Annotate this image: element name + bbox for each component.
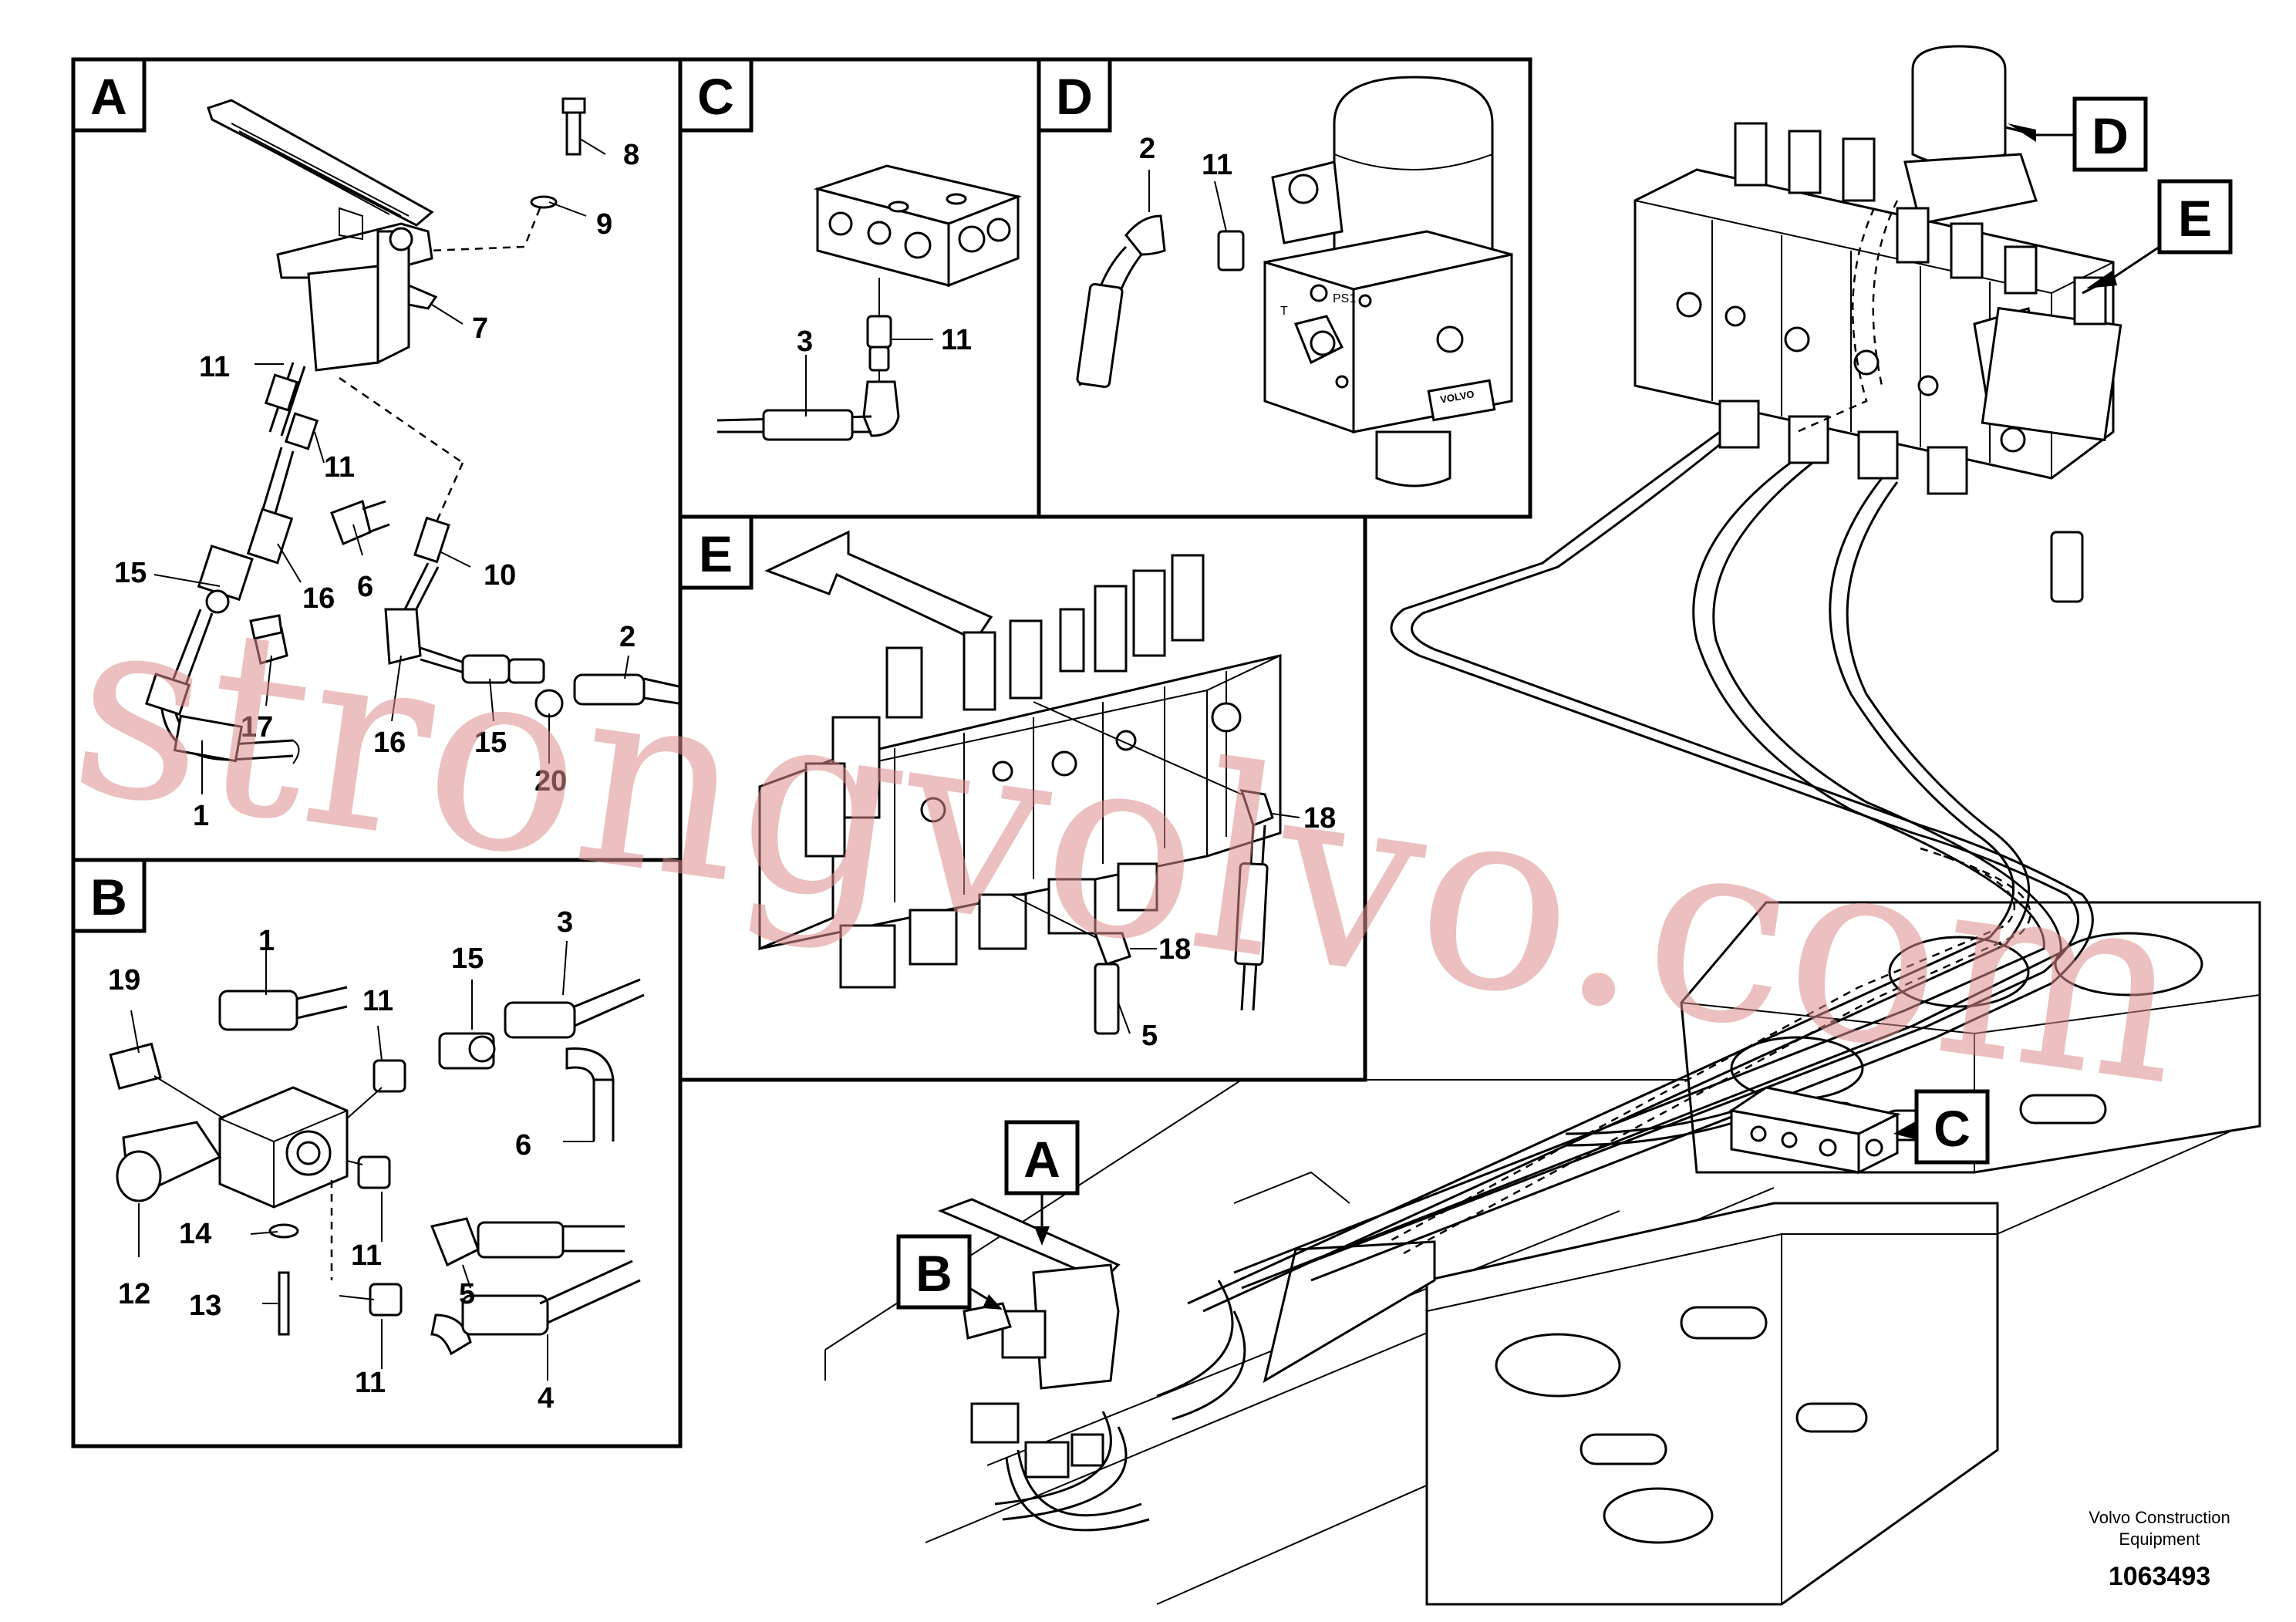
panel-b-leaders (130, 940, 594, 1381)
main-view-tags: D E C A B (896, 96, 2233, 1310)
callout-e-3: 5 (1141, 1020, 1158, 1052)
pedal-drawing (207, 99, 438, 372)
panel-a-letter: A (90, 68, 127, 125)
callout-a-15: 1 (193, 800, 209, 832)
main-tag-b (896, 1234, 972, 1310)
panel-c-tag (678, 57, 754, 133)
direction-arrow (764, 530, 993, 642)
document-number: 1063493 (2109, 1562, 2210, 1591)
callout-a-4: 11 (199, 351, 230, 383)
panel-e: E (678, 514, 1367, 1082)
panel-a-leaders (153, 138, 629, 794)
callout-a-9: 17 (241, 711, 273, 744)
main-tag-a-letter: A (1023, 1131, 1060, 1188)
main-pedal-drawing (937, 1198, 1150, 1532)
callout-e-2: 18 (1158, 933, 1191, 966)
panel-d-letter: D (1056, 68, 1093, 125)
hose-assembly-right (339, 376, 679, 718)
panel-a-tag (71, 57, 147, 133)
callout-b-3: 19 (108, 964, 140, 996)
callout-b-4: 11 (362, 985, 393, 1017)
panel-b: B (71, 858, 683, 1448)
callout-d-2: 11 (1202, 149, 1232, 181)
panel-a-callouts: 8 9 7 11 11 6 16 15 17 10 16 15 20 2 1 (114, 139, 639, 832)
callout-a-10: 10 (484, 559, 516, 592)
main-tag-e-letter: E (2178, 190, 2212, 247)
callout-a-6: 6 (357, 571, 373, 603)
panel-b-frame (71, 858, 683, 1448)
callout-a-14: 2 (619, 621, 636, 653)
main-tag-e (2157, 179, 2233, 255)
footer: Volvo Construction Equipment 1063493 (2089, 1508, 2230, 1591)
t-port-label: T (1280, 305, 1288, 318)
callout-a-12: 15 (474, 727, 507, 759)
panel-e-tag (678, 514, 754, 590)
main-tag-d-letter: D (2092, 107, 2129, 164)
callout-a-8: 15 (114, 557, 147, 589)
bolt-drawing (427, 97, 586, 252)
block-c-drawing (716, 164, 1023, 441)
callout-b-9: 13 (189, 1290, 221, 1322)
callout-b-10: 11 (351, 1239, 382, 1272)
main-tag-c-letter: C (1934, 1100, 1971, 1157)
panel-b-callouts: 1 3 19 11 15 6 14 12 13 11 5 11 4 (108, 906, 573, 1415)
panel-c-letter: C (697, 68, 734, 125)
hose-assembly-left (145, 362, 390, 764)
callout-b-6: 6 (515, 1129, 531, 1162)
callout-b-5: 15 (451, 943, 484, 975)
callout-a-2: 9 (596, 208, 612, 241)
callout-b-11: 5 (459, 1278, 475, 1310)
callout-b-2: 3 (557, 906, 573, 939)
main-tag-c (1914, 1089, 1990, 1165)
main-assembly-view: D E C A B (824, 45, 2261, 1606)
brake-valve-drawing (109, 978, 645, 1356)
main-tag-b-letter: B (915, 1245, 952, 1302)
callout-a-11: 16 (373, 727, 406, 759)
callout-b-13: 4 (538, 1382, 554, 1415)
callout-b-12: 11 (355, 1367, 386, 1399)
callout-a-7: 16 (302, 582, 335, 615)
panel-b-letter: B (90, 868, 127, 926)
panel-e-letter: E (699, 525, 733, 582)
callout-c-2: 11 (941, 324, 972, 356)
main-hose-routing (994, 430, 2094, 1521)
callout-d-1: 2 (1139, 133, 1155, 165)
callout-e-1: 18 (1303, 802, 1336, 835)
callout-b-1: 1 (258, 925, 275, 957)
callout-a-13: 20 (534, 765, 567, 798)
panel-a: A (71, 57, 683, 862)
company-name-line2: Equipment (2119, 1529, 2200, 1549)
panel-b-tag (71, 858, 147, 933)
main-control-valve-drawing (1633, 45, 2122, 603)
panel-c: C 3 11 (678, 57, 1041, 519)
watermark-text: strongvolvo.com (57, 553, 2201, 1141)
accumulator-block-drawing: VOLVO PS1 T (1076, 76, 1513, 487)
callout-c-1: 3 (797, 325, 813, 358)
panel-d: D VOLVO PS1 T 2 11 (1037, 57, 1532, 519)
main-block-c-drawing (1728, 1086, 1901, 1175)
ps1-port-label: PS1 (1333, 292, 1356, 305)
callout-a-1: 8 (623, 139, 639, 171)
callout-a-3: 7 (472, 312, 488, 345)
company-name-line1: Volvo Construction (2089, 1508, 2230, 1527)
panel-e-frame (678, 514, 1367, 1082)
callout-a-5: 11 (324, 451, 355, 484)
callout-b-7: 14 (179, 1218, 211, 1250)
callout-b-8: 12 (118, 1278, 150, 1310)
control-valve-drawing (758, 554, 1300, 1035)
panel-d-tag (1037, 57, 1112, 133)
